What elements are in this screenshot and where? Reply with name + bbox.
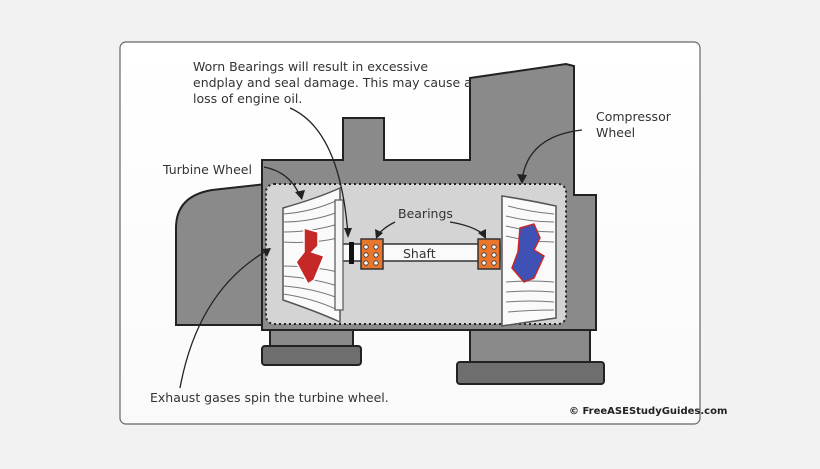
compressor-leader (521, 129, 583, 181)
turbine-wheel-label: Turbine Wheel (162, 162, 252, 177)
right-bearing (477, 238, 501, 270)
turbine-flow-arrow (295, 227, 326, 286)
compressor-flow-arrow (511, 223, 545, 283)
worn-bearings-line-3: loss of engine oil. (193, 91, 302, 106)
credit-text: © FreeASEStudyGuides.com (569, 406, 727, 417)
compressor-label-line-1: Compressor (596, 109, 672, 124)
right-mount-upper (469, 329, 591, 363)
worn-bearings-annotation: Worn Bearings will result in excessive e… (193, 59, 472, 106)
exhaust-leader (179, 249, 269, 389)
leader-lines (179, 107, 583, 389)
turbine-housing (175, 182, 267, 326)
left-mount-upper (269, 329, 354, 348)
leader-arrowheads (262, 174, 527, 257)
right-mount-base (456, 361, 605, 385)
bearings-label: Bearings (398, 206, 453, 221)
worn-bearings-leader (289, 107, 349, 236)
compressor-label-line-2: Wheel (596, 125, 635, 140)
thrust-washer (349, 242, 354, 264)
worn-bearings-line-1: Worn Bearings will result in excessive (193, 59, 428, 74)
left-mount-base (261, 345, 362, 366)
shaft-label: Shaft (403, 246, 436, 261)
left-bearing (360, 238, 384, 270)
exhaust-label: Exhaust gases spin the turbine wheel. (150, 390, 389, 405)
worn-bearings-line-2: endplay and seal damage. This may cause … (193, 75, 472, 90)
